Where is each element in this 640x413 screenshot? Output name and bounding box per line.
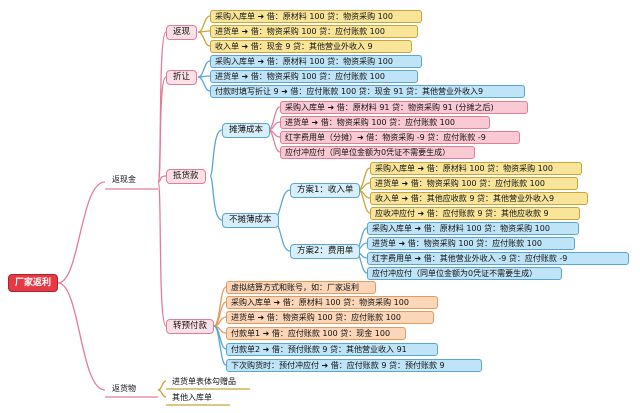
zhuanyufu-item[interactable]: 下次购货时：预付冲应付 ➜ 借：应付账款 9 贷：预付账款 9	[226, 359, 482, 372]
fangan2-item[interactable]: 应付冲应付（同单位金额为0凭证不需要生成）	[367, 267, 562, 280]
zhuanyufu-item[interactable]: 虚拟结算方式和账号，如：厂家返利	[226, 281, 376, 294]
fangan2-item[interactable]: 采购入库单 ➜ 借：原材料 100 贷：物资采购 100	[367, 222, 579, 235]
fangan2-item[interactable]: 进货单 ➜ 借：物资采购 100 贷：应付账款 100	[367, 237, 575, 250]
fangan2-item[interactable]: 红字费用单 ➜ 借：其他营业外收入 -9 贷：应付账款 -9	[367, 252, 629, 265]
tanbo-item[interactable]: 采购入库单 ➜ 借：原材料 91 贷：物资采购 91 (分摊之后)	[280, 101, 528, 114]
tanbo-item[interactable]: 应付冲应付（同单位金额为0凭证不需要生成）	[280, 146, 475, 159]
category-zhuanyufu[interactable]: 转预付款	[166, 319, 215, 334]
fangan1-item[interactable]: 应收冲应付 ➜ 借：应付账款 9 贷：其他应收款 9	[370, 207, 580, 220]
sub-butanbo[interactable]: 不摊薄成本	[222, 213, 279, 228]
fanxian-item[interactable]: 进货单 ➜ 借：物资采购 100 贷：应付账款 100	[210, 25, 418, 38]
fangan1-node[interactable]: 方案1：收入单	[290, 183, 361, 198]
tanbo-item[interactable]: 进货单 ➜ 借：物资采购 100 贷：应付账款 100	[280, 116, 490, 129]
zhuanyufu-item[interactable]: 进货单 ➜ 借：物资采购 100 贷：应付账款 100	[226, 311, 434, 324]
fangan1-item[interactable]: 进货单 ➜ 借：物资采购 100 贷：应付账款 100	[370, 177, 578, 190]
root-node[interactable]: 厂家返利	[8, 274, 58, 292]
zhuanyufu-item[interactable]: 采购入库单 ➜ 借：原材料 100 贷：物资采购 100	[226, 296, 438, 309]
zhuanyufu-item[interactable]: 付款单1 ➜ 借：应付账款 100 贷：现金 100	[226, 327, 406, 340]
zherang-item[interactable]: 采购入库单 ➜ 借：原材料 100 贷：物资采购 100	[210, 55, 422, 68]
fanxian-item[interactable]: 采购入库单 ➜ 借：原材料 100 贷：物资采购 100	[210, 10, 422, 23]
fanxian-item[interactable]: 收入单 ➜ 借：现金 9 贷：其他营业外收入 9	[210, 40, 412, 53]
sub-tanbo[interactable]: 摊薄成本	[222, 123, 271, 138]
category-zherang[interactable]: 折让	[166, 70, 198, 85]
huowu-item[interactable]: 进货单表体勾赠品	[172, 377, 236, 386]
tanbo-item[interactable]: 红字费用单（分摊）➜ 借：物资采购 -9 贷：应付账款 -9	[280, 131, 520, 144]
branch-return-cash[interactable]: 返现金	[112, 175, 136, 184]
zherang-item[interactable]: 付款时填写折让 9 ➜ 借：应付账款 100 贷：现金 91 贷：其他营业外收入…	[210, 85, 525, 98]
zhuanyufu-item[interactable]: 付款单2 ➜ 借：预付账款 9 贷：其他营业收入 91	[226, 343, 438, 356]
category-dihuokuan[interactable]: 抵货款	[166, 169, 206, 184]
huowu-item[interactable]: 其他入库单	[172, 393, 212, 402]
category-fanxian[interactable]: 返现	[166, 25, 198, 40]
fangan2-node[interactable]: 方案2：费用单	[290, 244, 361, 259]
branch-return-goods[interactable]: 返货物	[112, 384, 136, 393]
fangan1-item[interactable]: 采购入库单 ➜ 借：原材料 100 贷：物资采购 100	[370, 162, 582, 175]
fangan1-item[interactable]: 收入单 ➜ 借：其他应收款 9 贷：其他营业外收入9	[370, 192, 588, 205]
zherang-item[interactable]: 进货单 ➜ 借：物资采购 100 贷：应付账款 100	[210, 70, 418, 83]
